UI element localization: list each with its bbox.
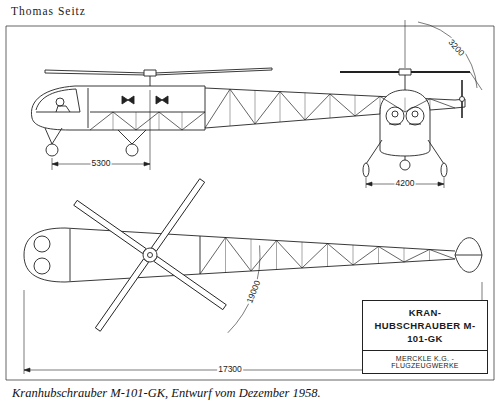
null [95, 259, 148, 331]
null [429, 250, 430, 261]
null [52, 90, 150, 170]
null [255, 90, 256, 124]
null [251, 239, 252, 271]
null [353, 245, 354, 265]
null [276, 241, 277, 270]
fuselage-side [31, 86, 205, 130]
null [327, 244, 328, 267]
main-rotor-side [45, 68, 272, 86]
null [90, 112, 205, 130]
null [380, 90, 430, 156]
landing-gear-front [363, 140, 447, 177]
null [154, 68, 272, 75]
null [230, 89, 231, 126]
maker-name: MERCKLE K.G. - FLUGZEUGWERKE [363, 350, 487, 373]
figure-caption: Kranhubschrauber M-101-GK, Entwurf vom D… [12, 386, 321, 401]
dimension-value: 17300 [217, 365, 243, 374]
null [148, 253, 153, 258]
null [34, 236, 50, 252]
null [88, 88, 89, 128]
tail-boom-top [200, 236, 482, 274]
null [455, 238, 482, 273]
null [36, 89, 80, 112]
running-header: Thomas Seitz [10, 5, 87, 18]
null [154, 257, 226, 310]
drawing-frame [6, 26, 494, 380]
null [404, 248, 405, 262]
null [122, 96, 168, 104]
null [280, 92, 281, 122]
dimension-line [52, 90, 150, 170]
dimension-value: 19000 [245, 278, 263, 305]
null [46, 144, 58, 156]
null [126, 144, 138, 156]
null [113, 112, 114, 130]
null [150, 76, 151, 86]
main-rotor-front [340, 69, 470, 92]
null [389, 124, 421, 125]
null [418, 22, 477, 88]
null [400, 160, 410, 170]
null [152, 179, 205, 251]
null [392, 111, 398, 117]
null [405, 98, 406, 112]
null [31, 86, 205, 130]
null [225, 238, 226, 273]
null [136, 112, 137, 130]
null [380, 96, 381, 114]
null [405, 20, 482, 90]
null [56, 98, 64, 106]
null [305, 93, 306, 120]
fuselage-front [380, 90, 430, 156]
null [363, 163, 369, 177]
null [70, 229, 71, 281]
null [455, 255, 482, 256]
null [460, 97, 465, 102]
null [74, 200, 146, 253]
title-block: KRAN-HUBSCHRAUBER M-101-GKMERCKLE K.G. -… [362, 300, 488, 374]
null [45, 70, 146, 75]
dimension-line [366, 20, 482, 188]
landing-gear-side [45, 128, 146, 156]
null [366, 178, 444, 188]
dimension-value: 5300 [91, 159, 112, 168]
drawing-title: KRAN-HUBSCHRAUBER M-101-GK [363, 301, 487, 350]
null [405, 75, 406, 92]
dimension-value: 3200 [446, 37, 467, 59]
null [182, 112, 183, 130]
null [441, 163, 447, 177]
null [34, 258, 50, 274]
null [330, 94, 331, 118]
null [144, 70, 156, 76]
truss-bracing [90, 89, 455, 274]
null [205, 89, 455, 128]
null [200, 238, 455, 275]
null [56, 106, 70, 112]
null [378, 247, 379, 264]
null [430, 99, 431, 110]
main-rotor-top [74, 179, 227, 332]
null [143, 248, 157, 262]
null [159, 112, 160, 130]
dimension-value: 4200 [395, 179, 416, 188]
null [412, 111, 418, 117]
null [302, 242, 303, 268]
null [45, 128, 146, 144]
null [355, 95, 356, 116]
null [399, 69, 411, 75]
null [90, 112, 205, 113]
